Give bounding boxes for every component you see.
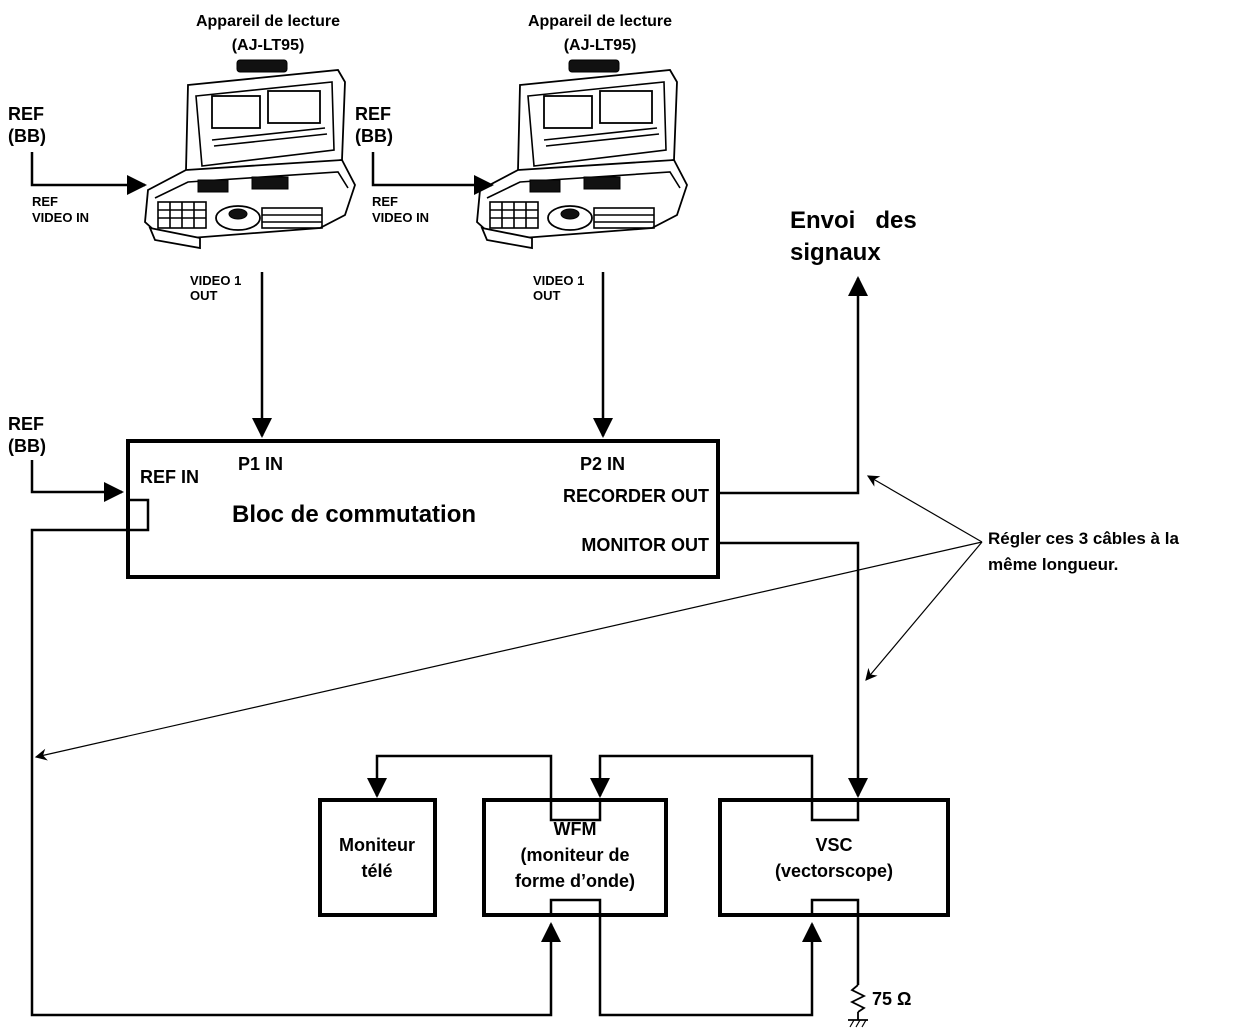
- device-1-model: (AJ-LT95): [232, 37, 305, 54]
- envoi-line-2: signaux: [790, 239, 881, 266]
- device-2-title: Appareil de lecture: [528, 13, 672, 30]
- p1-in-label: P1 IN: [238, 454, 283, 474]
- note-line-1: Régler ces 3 câbles à la: [988, 529, 1179, 548]
- device-2-in-label-2: VIDEO IN: [372, 210, 429, 225]
- note-arrow-monitor: [865, 541, 983, 681]
- wfm-line-2: (moniteur de: [520, 845, 629, 865]
- envoi-line-1: Envoi des: [790, 207, 917, 234]
- device-1-out-label-1: VIDEO 1: [190, 273, 241, 288]
- switcher-block: P1 IN P2 IN REF IN Bloc de commutation R…: [126, 439, 720, 579]
- p2-in-label: P2 IN: [580, 454, 625, 474]
- vsc-termination-wire: [810, 898, 860, 985]
- device-1-bb-label: (BB): [8, 126, 46, 146]
- vsc-vectorscope: VSC (vectorscope): [718, 798, 950, 917]
- monitor-out-label: MONITOR OUT: [581, 535, 709, 555]
- device-2-bb-label: (BB): [355, 126, 393, 146]
- note-line-2: même longueur.: [988, 555, 1118, 574]
- switcher-ref-label: REF: [8, 414, 44, 434]
- switcher-bb-label: (BB): [8, 436, 46, 456]
- device-2-out-label-2: OUT: [533, 288, 561, 303]
- device-1-out-label-2: OUT: [190, 288, 218, 303]
- device-1-in-label-2: VIDEO IN: [32, 210, 89, 225]
- tv-monitor-line-1: Moniteur: [339, 835, 415, 855]
- playback-device-1: Appareil de lecture (AJ-LT95): [8, 13, 356, 303]
- tv-monitor: Moniteur télé: [318, 798, 437, 917]
- device-2-in-label-1: REF: [372, 194, 398, 209]
- cable-length-note: Régler ces 3 câbles à la même longueur.: [34, 475, 1179, 761]
- device-2-illustration: [476, 59, 688, 250]
- switcher-ref-wire: [30, 460, 124, 502]
- device-1-ref-label: REF: [8, 104, 44, 124]
- device-2-ref-label: REF: [355, 104, 391, 124]
- wfm-to-vsc-ref-wire: [549, 898, 822, 1017]
- monitor-out-wire: [718, 541, 868, 798]
- wfm-top-connector: [549, 800, 602, 822]
- termination-resistor: 75 Ω: [848, 984, 911, 1028]
- playback-device-2: Appareil de lecture (AJ-LT95): [355, 13, 688, 303]
- signal-output-label: Envoi des signaux: [790, 207, 917, 266]
- wfm-to-tv-wire: [367, 754, 553, 800]
- termination-label: 75 Ω: [872, 989, 911, 1009]
- device-1-illustration: [144, 59, 356, 250]
- vsc-top-connector: [810, 800, 860, 822]
- wfm-line-3: forme d’onde): [515, 871, 635, 891]
- recorder-out-wire: [718, 276, 868, 495]
- recorder-out-label: RECORDER OUT: [563, 486, 709, 506]
- device-1-in-label-1: REF: [32, 194, 58, 209]
- wfm-line-1: WFM: [554, 819, 597, 839]
- note-arrow-ref: [34, 541, 983, 761]
- device-1-title: Appareil de lecture: [196, 13, 340, 30]
- ref-loop-wire-to-wfm: [30, 498, 561, 1017]
- ref-in-label: REF IN: [140, 467, 199, 487]
- note-arrow-recorder: [866, 475, 983, 543]
- vsc-line-2: (vectorscope): [775, 861, 893, 881]
- vsc-line-1: VSC: [815, 835, 852, 855]
- tv-monitor-line-2: télé: [361, 861, 392, 881]
- device-2-model: (AJ-LT95): [564, 37, 637, 54]
- vsc-to-wfm-wire: [590, 754, 814, 800]
- device-1-keypad: [157, 201, 207, 229]
- wfm-monitor: WFM (moniteur de forme d’onde): [482, 798, 668, 917]
- device-2-out-label-1: VIDEO 1: [533, 273, 584, 288]
- device-1-ref-wire: [30, 152, 147, 195]
- switcher-title: Bloc de commutation: [232, 501, 476, 528]
- device-2-keypad: [489, 201, 539, 229]
- device-2-ref-wire: [371, 152, 494, 195]
